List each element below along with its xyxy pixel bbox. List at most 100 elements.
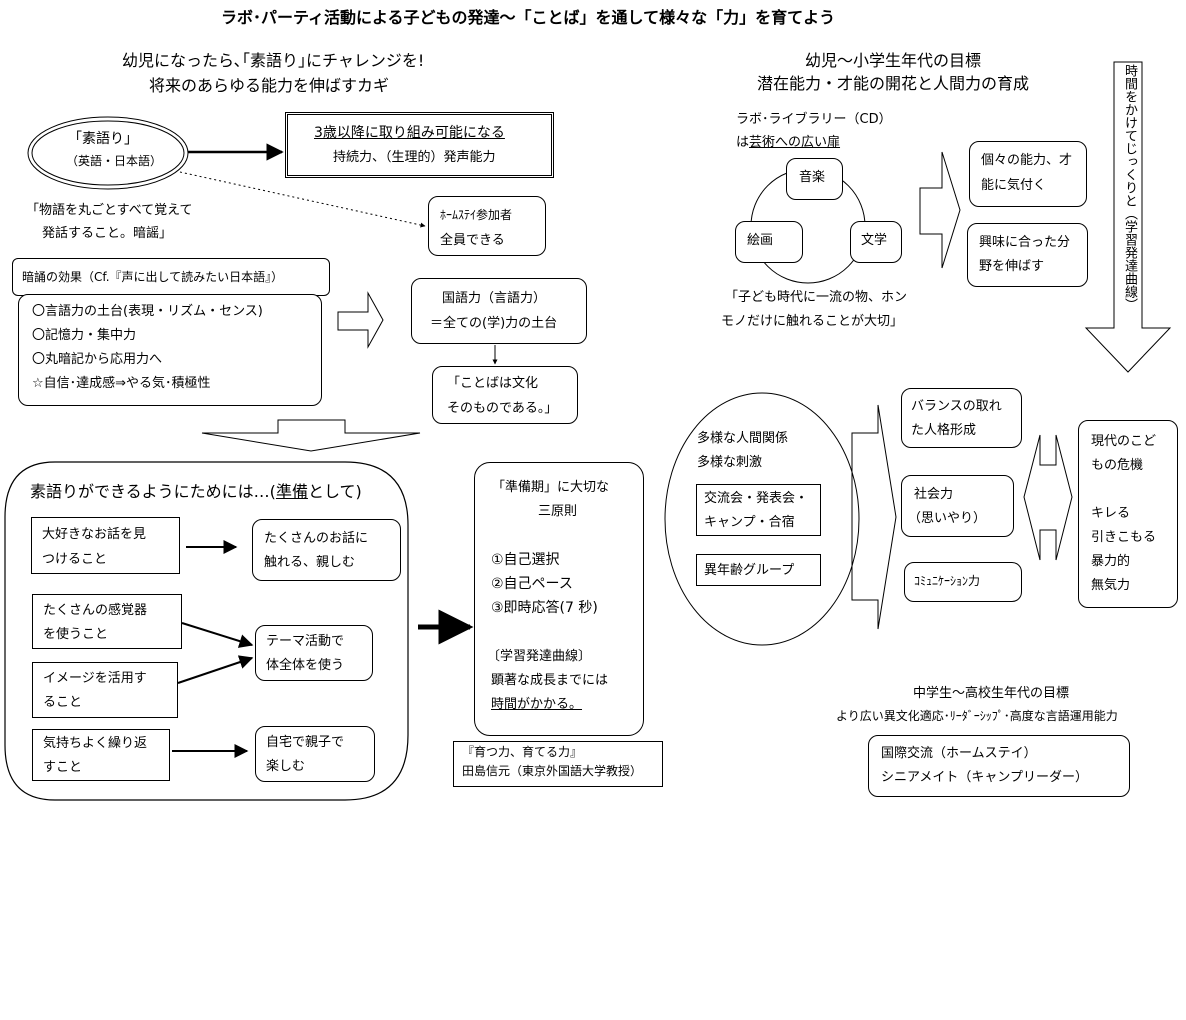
principle-2: ②自己ペース <box>491 576 573 592</box>
touch-story-box <box>252 519 401 581</box>
crisis-line1: 現代のこど <box>1091 434 1157 449</box>
literature-box <box>850 221 902 263</box>
exchange-line1: 交流会・発表会・ <box>704 491 809 506</box>
kokugo-box <box>411 278 587 344</box>
vertical-time-arrow <box>1084 61 1172 373</box>
literature-label: 文学 <box>861 233 888 248</box>
double-arrow-crisis <box>1023 434 1073 561</box>
international-line2: シニアメイト（キャンプリーダー） <box>881 770 1088 785</box>
left-heading-line2: 将来のあらゆる能力を伸ばすカギ <box>149 76 390 95</box>
theme-line2: 体全体を使う <box>266 658 345 673</box>
library-line1: ラボ･ライブラリー（CD） <box>736 112 892 127</box>
repeat-line1: 気持ちよく繰り返 <box>43 736 148 751</box>
music-box <box>786 158 843 200</box>
homestay-line2: 全員できる <box>440 233 505 248</box>
crisis-box <box>1078 420 1178 608</box>
mixed-age-label: 異年齢グループ <box>704 563 795 578</box>
senses-line2: を使うこと <box>43 627 109 642</box>
arrow-senses-to-theme <box>181 622 254 648</box>
firstclass-line1: 「子ども時代に一流の物、ホン <box>725 290 908 305</box>
sugatari-sub: （英語・日本語） <box>66 154 163 168</box>
painting-box <box>735 221 803 263</box>
crisis-line2: もの危機 <box>1091 458 1144 473</box>
block-arrow-effects <box>337 291 384 349</box>
memorize-line1: 「物語を丸ごとすべて覚えて <box>26 203 193 218</box>
communication-label: ｺﾐｭﾆｹｰｼｮﾝ力 <box>914 574 981 588</box>
block-arrow-relations <box>851 404 897 630</box>
touch-story-line2: 触れる、親しむ <box>264 555 356 570</box>
social-box <box>901 475 1014 537</box>
crisis-line6: 暴力的 <box>1091 554 1131 569</box>
interest-box <box>967 223 1088 287</box>
library-line2: は芸術への広い扉 <box>736 131 840 154</box>
vertical-time-text: 時間をかけてじっくりと（学習発達曲線） <box>1122 64 1137 311</box>
prep-container <box>4 461 409 801</box>
theme-box <box>255 625 373 681</box>
curve-line2: 顕著な成長までには <box>491 673 609 688</box>
source-box <box>453 741 663 787</box>
principles-box <box>474 462 644 736</box>
big-down-arrow <box>201 419 421 452</box>
effect-item-4: ☆自信･達成感⇒やる気･積極性 <box>32 376 211 391</box>
senses-line1: たくさんの感覚器 <box>43 603 148 618</box>
curve-line3: 時間がかかる。 <box>491 697 583 712</box>
exchange-box <box>696 484 821 536</box>
touch-story-line1: たくさんのお話に <box>264 531 369 546</box>
library-line2-prefix: は <box>736 135 750 150</box>
jr-goal-line1: 中学生〜高校生年代の目標 <box>913 686 1070 701</box>
source-line2: 田島信元（東京外国語大学教授） <box>462 764 643 778</box>
exchange-line2: キャンプ・合宿 <box>704 515 795 530</box>
find-story-box <box>31 517 180 574</box>
block-arrow-library <box>919 151 961 269</box>
culture-line1: 「ことばは文化 <box>447 376 539 391</box>
international-line1: 国際交流（ホームステイ） <box>881 746 1037 761</box>
arrow-image-to-theme <box>177 655 254 684</box>
home-line2: 楽しむ <box>266 759 306 774</box>
prep-heading-prefix: 素語りができるようにためには…( <box>30 482 276 501</box>
principle-3: ③即時応答(7 秒) <box>491 600 598 616</box>
relations-line1: 多様な人間関係 <box>697 431 789 446</box>
senses-box <box>32 594 182 649</box>
dotted-arrow-to-homestay <box>179 171 426 228</box>
kokugo-line2: ＝全ての(学)力の土台 <box>430 316 558 331</box>
interest-line2: 野を伸ばす <box>979 259 1045 274</box>
find-story-line1: 大好きなお話を見 <box>42 527 147 542</box>
principle-1: ①自己選択 <box>491 552 560 568</box>
principles-title1: 「準備期」に大切な <box>492 480 610 495</box>
principles-title2: 三原則 <box>538 504 578 519</box>
effect-item-2: 〇記憶力・集中力 <box>32 328 137 343</box>
source-line1: 『育つ力、育てる力』 <box>462 745 583 759</box>
crisis-line7: 無気力 <box>1091 578 1131 593</box>
notice-line1: 個々の能力、才 <box>981 153 1073 168</box>
balance-box <box>901 388 1022 448</box>
firstclass-line2: モノだけに触れることが大切」 <box>721 314 904 329</box>
homestay-box <box>428 196 546 256</box>
painting-label: 絵画 <box>747 233 774 248</box>
balance-line1: バランスの取れ <box>911 399 1002 414</box>
culture-box <box>432 366 578 424</box>
communication-box <box>904 562 1022 602</box>
effects-box <box>18 294 322 406</box>
theme-line1: テーマ活動で <box>266 634 345 649</box>
crisis-line5: 引きこもる <box>1091 530 1157 545</box>
notice-box <box>969 141 1087 207</box>
balance-line2: た人格形成 <box>911 423 977 438</box>
mixed-age-box <box>696 554 821 586</box>
image-box <box>32 662 178 718</box>
relations-ellipse <box>664 392 860 646</box>
ability-title: 3歳以降に取り組み可能になる <box>314 125 505 141</box>
prep-heading: 素語りができるようにためには…(準備として) <box>30 480 362 503</box>
library-line2-underlined: 芸術への広い扉 <box>749 135 841 150</box>
left-heading-line1: 幼児になったら､｢素語り｣にチャレンジを! <box>122 51 425 70</box>
relations-line2: 多様な刺激 <box>697 455 763 470</box>
effect-item-3: 〇丸暗記から応用力へ <box>32 352 163 367</box>
kokugo-line1: 国語力（言語力） <box>442 291 547 306</box>
interest-line1: 興味に合った分 <box>979 235 1071 250</box>
curve-line1: 〔学習発達曲線〕 <box>487 649 592 664</box>
goal-line2: 潜在能力・才能の開花と人間力の育成 <box>757 74 1030 93</box>
prep-heading-suffix: として) <box>307 482 362 501</box>
jr-goal-line2: より広い異文化適応･ﾘｰﾀﾞｰｼｯﾌﾟ･高度な言語運用能力 <box>836 709 1118 723</box>
notice-line2: 能に気付く <box>981 178 1047 193</box>
home-box <box>255 726 375 782</box>
sugatari-label: 「素語り」 <box>68 131 138 147</box>
